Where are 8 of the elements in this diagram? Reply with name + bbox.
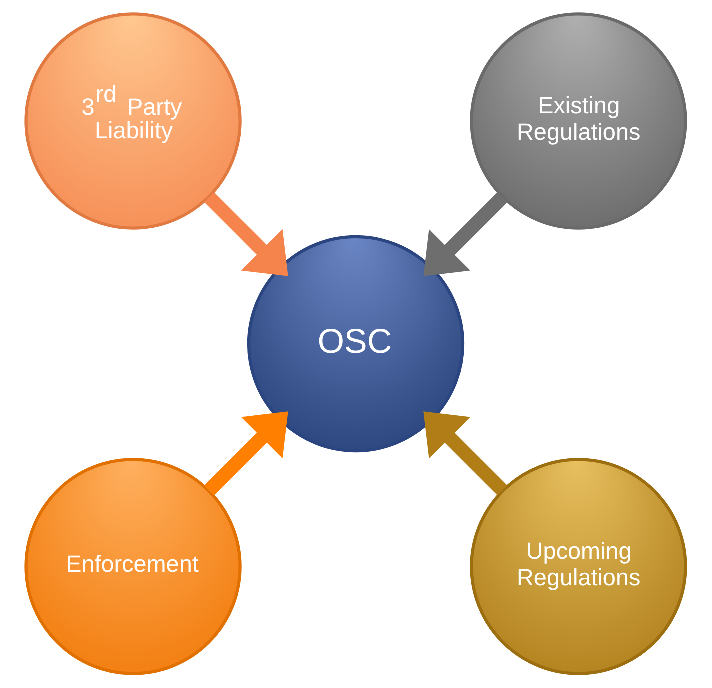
arrow xyxy=(204,412,288,496)
node-circle: OSC xyxy=(247,235,465,453)
arrow xyxy=(204,192,288,276)
arrow xyxy=(424,412,508,496)
arrow xyxy=(424,192,508,276)
node-circle: Upcoming Regulations xyxy=(470,458,688,676)
node-circle: Existing Regulations xyxy=(470,12,688,230)
node-circle: Enforcement xyxy=(24,458,242,676)
